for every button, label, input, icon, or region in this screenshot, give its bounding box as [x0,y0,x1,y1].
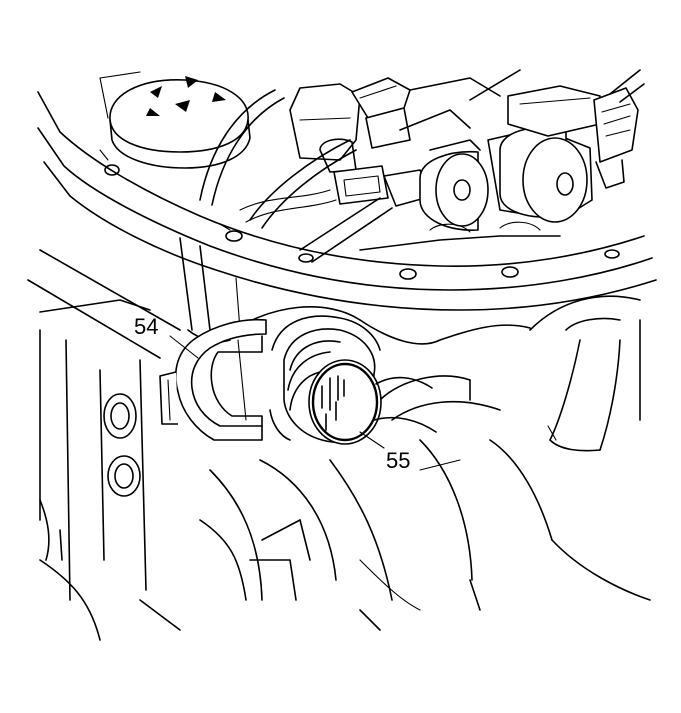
electrical-connector [269,315,437,445]
callout-label-55: 55 [386,448,410,473]
valve-body-assembly [99,69,645,263]
callout-label-54: 54 [134,314,158,339]
connector-retaining-clip [159,318,267,441]
transmission-case-body [27,237,651,641]
leader-line-54 [169,335,199,359]
callout-54: 54 [134,314,199,359]
leader-line-55 [359,431,385,449]
callout-55: 55 [359,431,410,473]
transmission-case-flange [37,91,657,311]
